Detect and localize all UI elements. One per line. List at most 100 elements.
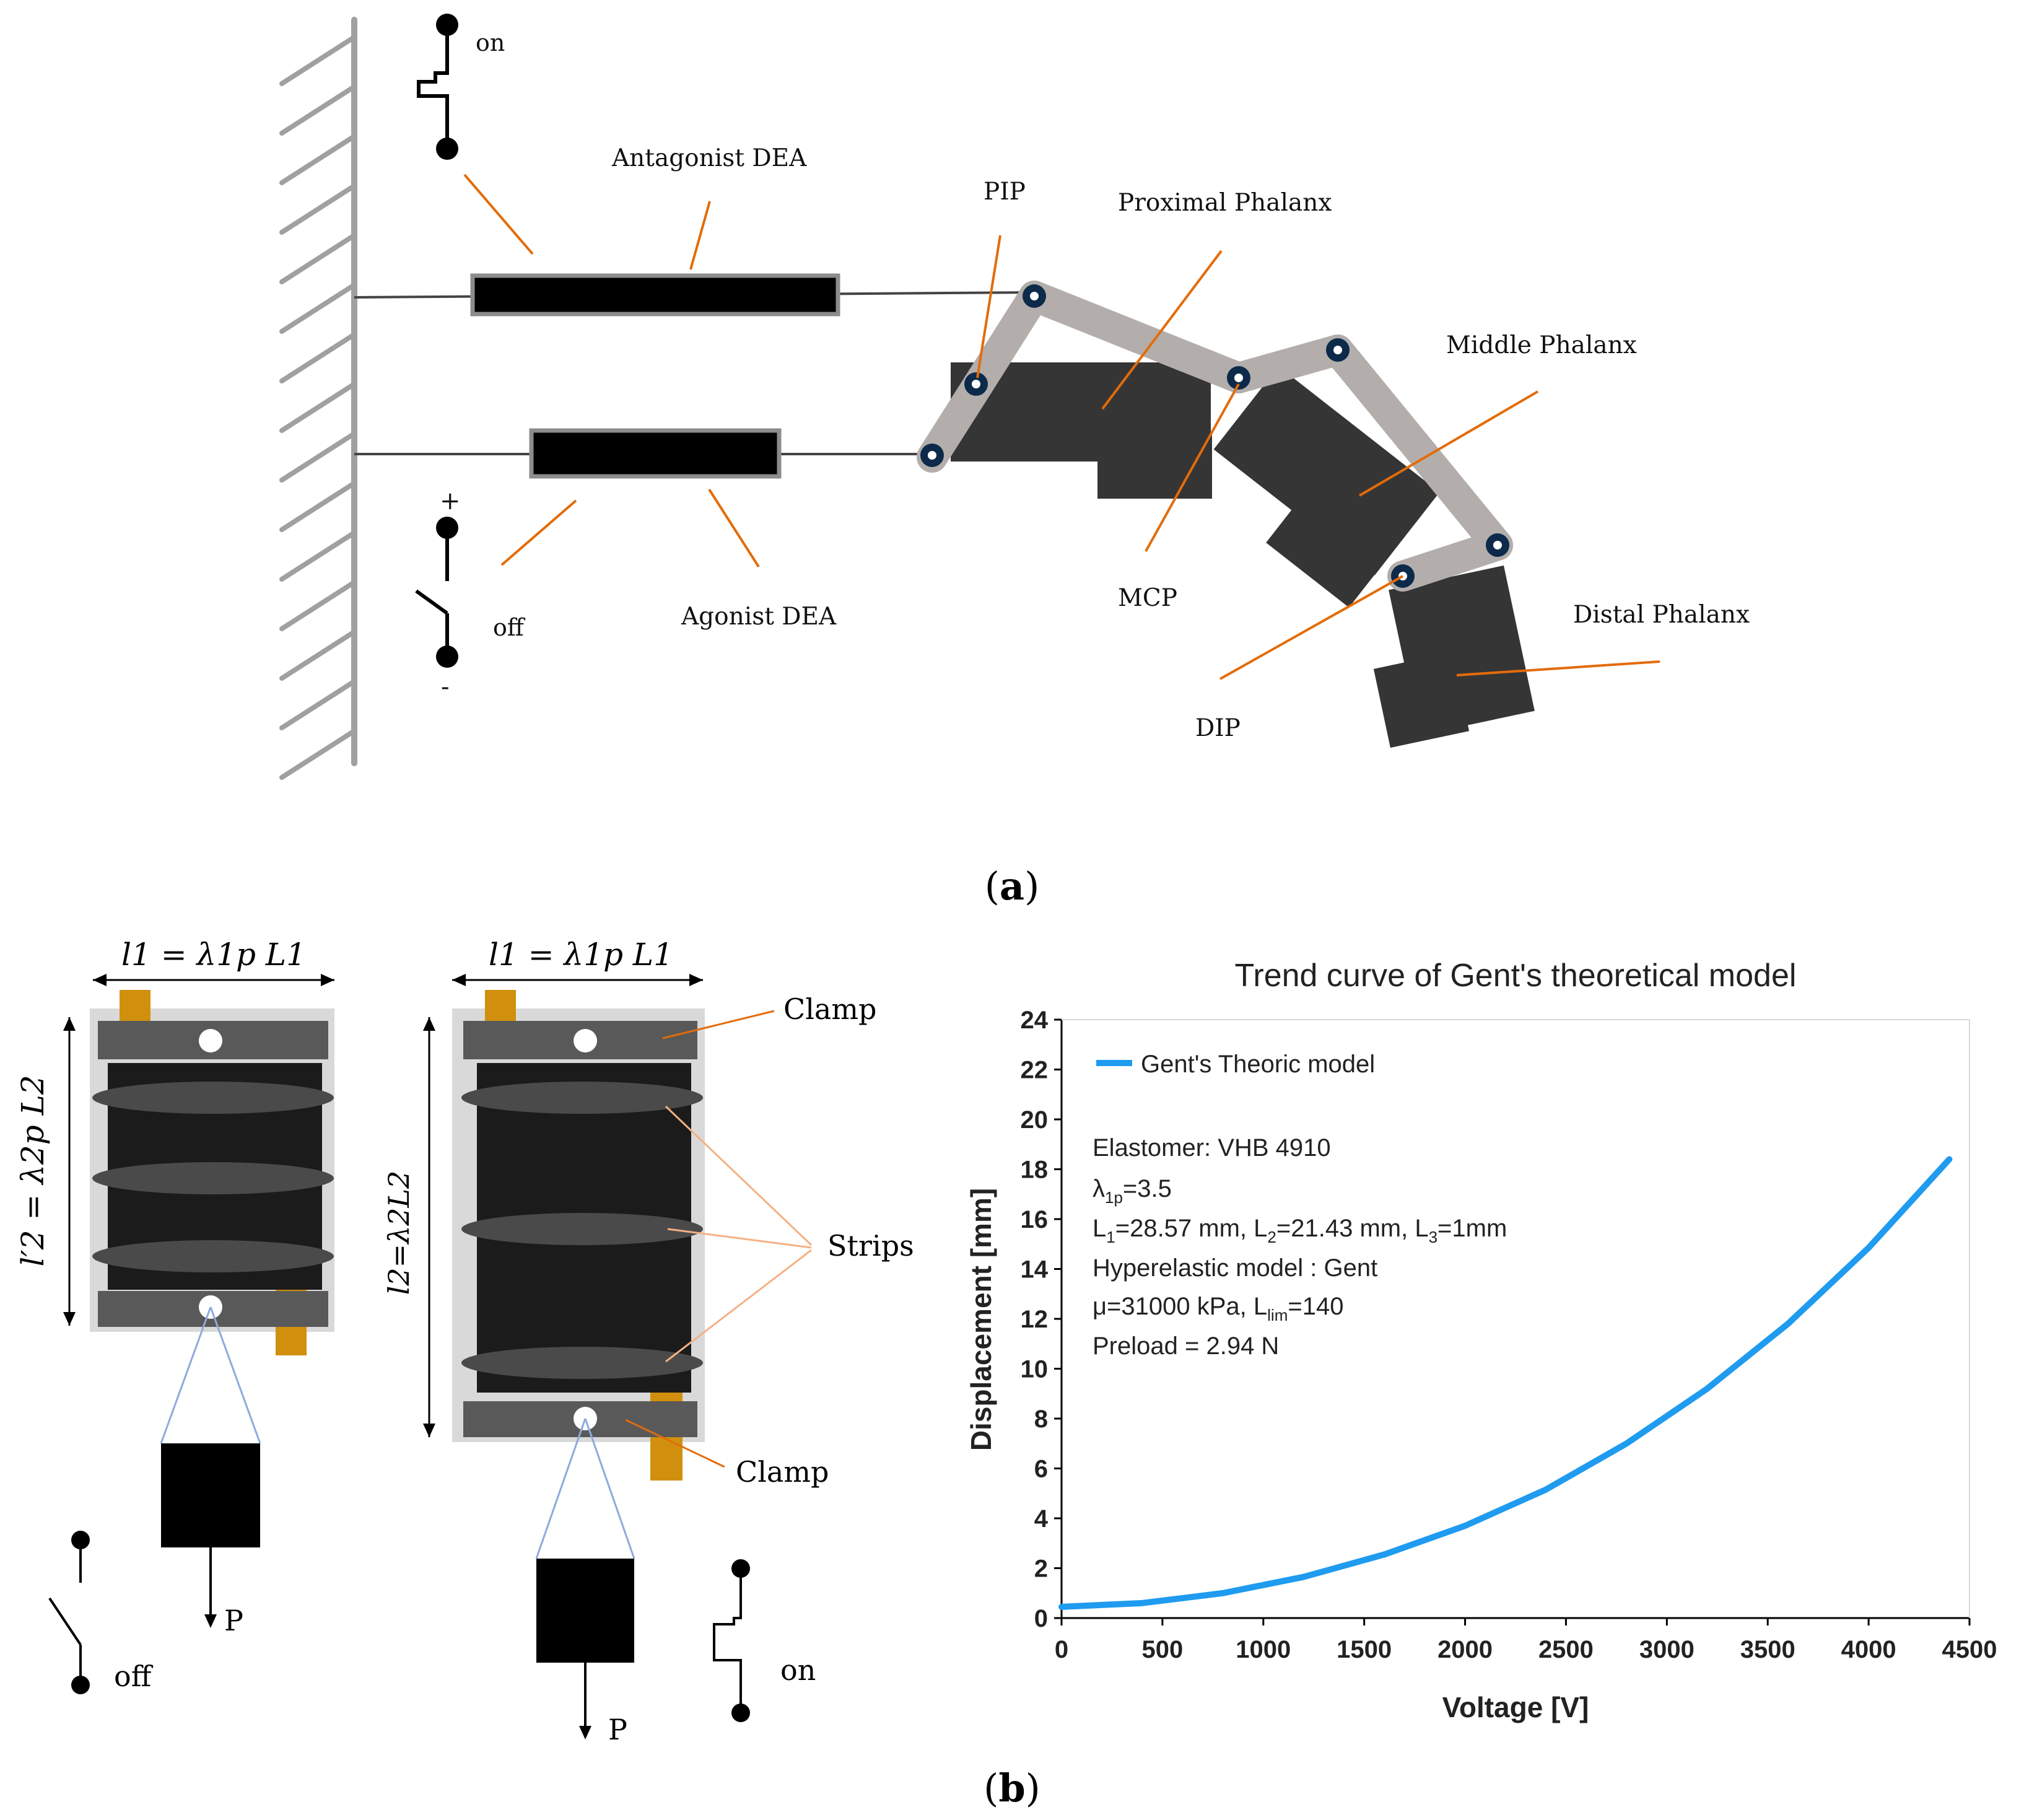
- dip-label: DIP: [1195, 714, 1241, 742]
- x-tick-label: 4000: [1841, 1636, 1896, 1663]
- annotation-lambda-val: =3.5: [1123, 1175, 1172, 1202]
- switch-on-icon: [417, 14, 458, 160]
- annotation-lengths: L1=28.57 mm, L2=21.43 mm, L3=1mm: [1093, 1215, 1507, 1246]
- chart-legend: Gent's Theoric model: [1096, 1051, 1375, 1078]
- x-tick-label: 3000: [1639, 1636, 1695, 1663]
- y-tick-label: 8: [1034, 1406, 1048, 1433]
- switch-bottom-label: off: [493, 614, 526, 641]
- mcp-label: MCP: [1118, 584, 1177, 612]
- leader-lines: [463, 173, 1660, 680]
- middle-phalanx-block: [1213, 366, 1440, 575]
- annotation-lambda-sym: λ: [1093, 1175, 1105, 1202]
- y-tick-label: 24: [1021, 1007, 1049, 1034]
- y-tick-label: 14: [1021, 1256, 1049, 1284]
- middle-phalanx-label: Middle Phalanx: [1446, 331, 1637, 359]
- annotation-lambda-sub: 1p: [1105, 1188, 1123, 1207]
- annotation-llim-val: =140: [1288, 1293, 1343, 1320]
- legend-entry: Gent's Theoric model: [1141, 1051, 1375, 1078]
- clamp-bottom-label: Clamp: [736, 1455, 829, 1489]
- pip-label: PIP: [984, 178, 1026, 206]
- y-tick-label: 16: [1021, 1206, 1049, 1233]
- annotation-hyperelastic: Hyperelastic model : Gent: [1093, 1254, 1377, 1282]
- series-line: [1058, 1156, 1953, 1610]
- strips-label: Strips: [827, 1229, 914, 1262]
- switch-off-icon-b: [48, 1531, 90, 1694]
- pip-joint-icon: [964, 372, 988, 396]
- middle-phalanx-sub-block: [1266, 489, 1391, 608]
- annotation-l1-val: =28.57 mm,: [1115, 1215, 1254, 1242]
- panel-a: on + - off: [279, 14, 1750, 909]
- chart-title: Trend curve of Gent's theoretical model: [1235, 958, 1797, 994]
- distal-phalanx-sub-block: [1373, 652, 1470, 748]
- left-load-label: P: [224, 1604, 243, 1637]
- annotation-elastomer: Elastomer: VHB 4910: [1093, 1134, 1331, 1162]
- right-height-label: l2=λ2L2: [382, 1171, 416, 1295]
- antagonist-dea: [470, 273, 840, 317]
- x-tick-marks: [1060, 1618, 1971, 1625]
- x-tick-label: 1000: [1236, 1636, 1291, 1663]
- distal-phalanx-label: Distal Phalanx: [1573, 601, 1750, 629]
- chart-annotations: Elastomer: VHB 4910 λ1p=3.5 L1=28.57 mm,…: [1093, 1134, 1507, 1360]
- linkage: [917, 281, 1513, 592]
- series-lines: [1058, 1156, 1953, 1610]
- x-tick-label: 0: [1055, 1636, 1068, 1663]
- y-axis-label: Displacement [mm]: [965, 1188, 997, 1451]
- caption-a-letter: a: [1000, 864, 1024, 909]
- right-width-label: l1 = λ1p L1: [489, 937, 673, 973]
- x-tick-label: 4500: [1942, 1636, 1997, 1663]
- x-tick-label: 2500: [1538, 1636, 1594, 1663]
- x-tick-label: 2000: [1437, 1636, 1493, 1663]
- wall: [279, 17, 357, 780]
- caption-a: (a): [985, 864, 1040, 909]
- antagonist-dea-label: Antagonist DEA: [611, 144, 807, 172]
- annotation-l1-sym: L: [1093, 1215, 1106, 1242]
- finger-phalanges: [951, 362, 1535, 748]
- annotation-l2-sym: L: [1254, 1215, 1267, 1242]
- panel-b-schematic: l1 = λ1p L1 l′2 = λ2p L2 P: [15, 937, 1040, 1811]
- y-tick-label: 2: [1034, 1555, 1048, 1583]
- x-tick-labels: 0 500 1000 1500 2000 2500 3000 3500 4000 4500: [1055, 1636, 1997, 1663]
- right-load-label: P: [608, 1713, 627, 1746]
- agonist-anchor-pin-icon: [920, 444, 944, 467]
- annotation-l1-sub: 1: [1106, 1228, 1115, 1246]
- annotation-l3-val: =1mm: [1437, 1215, 1507, 1242]
- left-switch-label: off: [114, 1660, 154, 1693]
- x-tick-label: 1500: [1337, 1636, 1392, 1663]
- y-tick-label: 20: [1021, 1106, 1049, 1134]
- proximal-phalanx-label: Proximal Phalanx: [1118, 189, 1332, 217]
- annotation-llim-sub: lim: [1267, 1306, 1288, 1324]
- annotation-lambda: λ1p=3.5: [1093, 1175, 1172, 1207]
- annotation-l3-sub: 3: [1429, 1228, 1437, 1246]
- switch-top-label: on: [476, 29, 505, 56]
- top-joint-icon: [1326, 338, 1350, 362]
- annotation-preload: Preload = 2.94 N: [1093, 1332, 1279, 1360]
- x-tick-label: 500: [1142, 1636, 1184, 1663]
- y-tick-label: 6: [1034, 1456, 1048, 1483]
- plus-label: +: [440, 487, 461, 515]
- left-width-label: l1 = λ1p L1: [121, 937, 306, 973]
- antagonist-anchor-pin-icon: [1023, 284, 1046, 308]
- x-axis-label: Voltage [V]: [1442, 1691, 1589, 1723]
- strips-callout-lines: [665, 1105, 813, 1363]
- caption-b: (b): [984, 1765, 1040, 1811]
- y-tick-label: 12: [1021, 1306, 1049, 1333]
- y-tick-label: 22: [1021, 1057, 1049, 1084]
- y-tick-label: 10: [1021, 1356, 1049, 1383]
- annotation-llim-sym: L: [1254, 1293, 1267, 1320]
- annotation-l2-val: =21.43 mm,: [1276, 1215, 1415, 1242]
- annotation-mu-val: μ=31000 kPa,: [1093, 1293, 1254, 1320]
- caption-b-letter: b: [998, 1765, 1025, 1811]
- annotation-l2-sub: 2: [1267, 1228, 1276, 1246]
- proximal-phalanx-sub-block: [1097, 434, 1212, 499]
- clamp-top-label: Clamp: [783, 992, 876, 1026]
- annotation-mu: μ=31000 kPa, Llim=140: [1093, 1293, 1343, 1324]
- minus-label: -: [441, 673, 450, 701]
- right-dea-device: l1 = λ1p L1 l2=λ2L2 P: [382, 937, 914, 1746]
- left-height-label: l′2 = λ2p L2: [15, 1075, 51, 1266]
- right-switch-label: on: [780, 1653, 816, 1687]
- x-tick-label: 3500: [1740, 1636, 1795, 1663]
- switch-off-icon: [415, 517, 458, 668]
- left-dea-device: l1 = λ1p L1 l′2 = λ2p L2 P: [15, 937, 334, 1694]
